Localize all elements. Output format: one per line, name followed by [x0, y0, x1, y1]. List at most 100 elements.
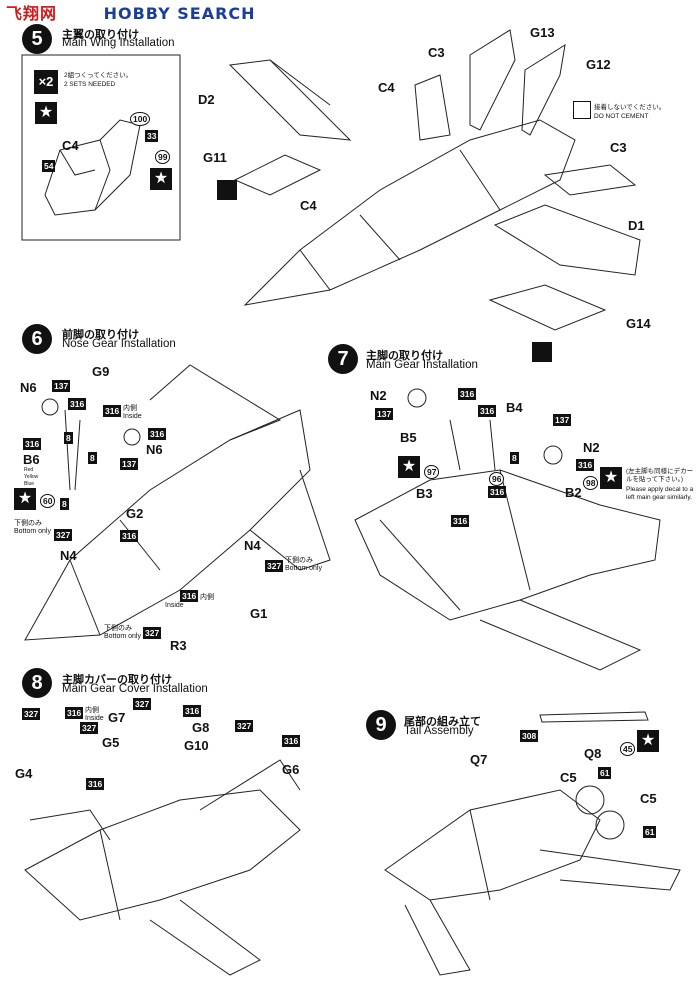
no-cement-jp: 接着しないでください。	[594, 104, 666, 111]
decal-number: 316	[120, 530, 139, 542]
decal-number: 99	[155, 150, 171, 164]
decal-number: 61	[643, 826, 657, 838]
part-label: D1	[628, 218, 645, 233]
part-label: G7	[108, 710, 126, 725]
decal-number: 33	[145, 130, 159, 142]
step-9-number: 9	[366, 710, 396, 740]
part-label: C3	[428, 45, 445, 60]
part-label: G1	[250, 606, 268, 621]
no-cement-icon	[573, 101, 591, 119]
decal-number: 327	[265, 560, 284, 572]
inside-label-en: Inside	[123, 413, 142, 420]
step-8-title-jp: 主脚カバーの取り付け	[62, 674, 172, 686]
star-icon: ★	[14, 488, 36, 510]
step-9-title-en: Tail Assembly	[404, 725, 474, 737]
inside-label-jp: 内側	[85, 707, 99, 714]
part-label: D2	[198, 92, 215, 107]
decal-number: 137	[120, 458, 139, 470]
part-label: C4	[62, 138, 79, 153]
decal-number: 316	[282, 735, 301, 747]
decal-number: 316	[576, 459, 595, 471]
part-label: C4	[378, 80, 395, 95]
decal-number: 45	[620, 742, 636, 756]
bottom-only-en: Bottom only	[104, 633, 141, 640]
decal-number: 137	[553, 414, 572, 426]
part-label: R3	[170, 638, 187, 653]
left-gear-note-en: Please apply decal to a left main gear s…	[626, 486, 694, 501]
part-label: N4	[244, 538, 261, 553]
decal-number: 316	[488, 486, 507, 498]
part-label: C4	[300, 198, 317, 213]
inside-label-jp: 内側	[200, 594, 214, 601]
decal-number: 98	[583, 476, 599, 490]
no-cement-en: DO NOT CEMENT	[594, 113, 649, 120]
color-yellow: Yellow	[24, 474, 39, 480]
step-7-title-en: Main Gear Installation	[366, 359, 478, 371]
decal-number: 327	[143, 627, 162, 639]
bottom-only-en: Bottom only	[14, 528, 51, 535]
star-icon: ★	[150, 168, 172, 190]
inside-label-en: Inside	[165, 602, 184, 609]
decal-number: 316	[451, 515, 470, 527]
part-label: C5	[640, 791, 657, 806]
part-label: G6	[282, 762, 300, 777]
watermark-cn: 飞翔网	[6, 4, 58, 23]
color-blue: Blue	[24, 481, 35, 487]
step-7-title-jp: 主脚の取り付け	[366, 350, 443, 362]
decal-number: 97	[424, 465, 440, 479]
inside-label-en: Inside	[85, 715, 104, 722]
sets-note-en: 2 SETS NEEDED	[64, 81, 116, 88]
decal-number: 8	[88, 452, 97, 464]
part-label: G14	[626, 316, 651, 331]
part-label: G8	[192, 720, 210, 735]
part-label: N4	[60, 548, 77, 563]
watermark-en: HOBBY SEARCH	[103, 4, 256, 23]
decal-number: 327	[80, 722, 99, 734]
step-6-title-en: Nose Gear Installation	[62, 338, 176, 350]
decal-number: 316	[183, 705, 202, 717]
bottom-only-jp: 下側のみ	[14, 520, 42, 527]
step-6-number: 6	[22, 324, 52, 354]
decal-number: 316	[458, 388, 477, 400]
part-label: C5	[560, 770, 577, 785]
decal-number: 54	[42, 160, 56, 172]
decal-number: 316	[148, 428, 167, 440]
part-label: Q7	[470, 752, 488, 767]
step-5-title-en: Main Wing Installation	[62, 37, 175, 49]
watermark: 飞翔网 HOBBY SEARCH	[0, 0, 699, 23]
step-5-number: 5	[22, 24, 52, 54]
step-7-number: 7	[328, 344, 358, 374]
left-gear-note-jp: (左主脚も同様にデカールを貼って下さい。)	[626, 468, 694, 483]
decal-number: 60	[40, 494, 56, 508]
decal-number: 8	[510, 452, 519, 464]
part-label: G10	[184, 738, 209, 753]
decal-number: 137	[52, 380, 71, 392]
cement-icon	[532, 342, 552, 362]
step-8-title-en: Main Gear Cover Installation	[62, 683, 208, 695]
bottom-only-en: Bottom only	[285, 565, 322, 572]
inset-box	[21, 54, 181, 241]
part-label: G9	[92, 364, 110, 379]
part-label: N2	[583, 440, 600, 455]
step-6-title-jp: 前脚の取り付け	[62, 329, 139, 341]
multiplier-badge: ×2	[34, 70, 58, 94]
part-label: G2	[126, 506, 144, 521]
part-label: Q8	[584, 746, 602, 761]
part-label: B5	[400, 430, 417, 445]
decal-number: 316	[68, 398, 87, 410]
bottom-only-jp: 下側のみ	[285, 557, 313, 564]
part-label: N6	[20, 380, 37, 395]
star-icon: ★	[35, 102, 57, 124]
part-label: G13	[530, 25, 555, 40]
part-label: C3	[610, 140, 627, 155]
color-red: Red	[24, 467, 34, 473]
part-label: N6	[146, 442, 163, 457]
part-label: B2	[565, 485, 582, 500]
star-icon: ★	[600, 467, 622, 489]
part-label: G4	[15, 766, 33, 781]
decal-number: 308	[520, 730, 539, 742]
step-5-title-jp: 主翼の取り付け	[62, 29, 139, 41]
decal-number: 327	[22, 708, 41, 720]
part-label: G11	[203, 150, 227, 165]
part-label: G12	[586, 57, 611, 72]
